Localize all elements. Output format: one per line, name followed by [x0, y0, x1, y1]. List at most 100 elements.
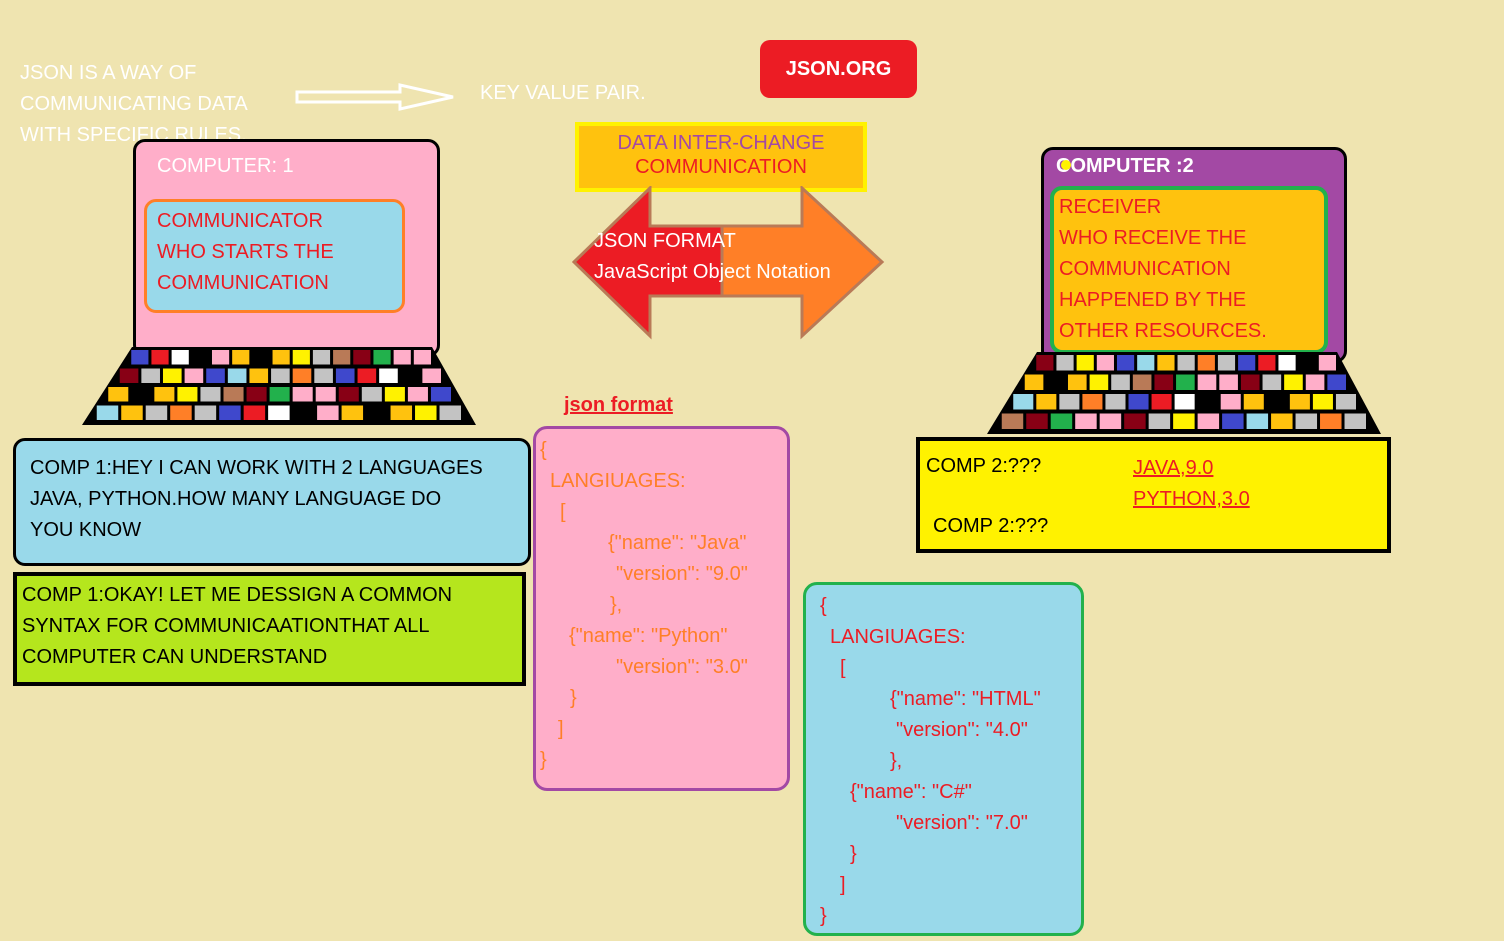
computer2-role-line: RECEIVER	[1059, 196, 1162, 218]
intro-text: JSON IS A WAY OF COMMUNICATING DATA WITH…	[20, 58, 310, 151]
comp1-okay-box: COMP 1:OKAY! LET ME DESSIGN A COMMON SYN…	[13, 572, 526, 686]
keyboard-key	[96, 405, 119, 420]
computer1-role-line: COMMUNICATOR	[157, 210, 323, 232]
keyboard-key	[1197, 394, 1218, 410]
code-line: [	[840, 657, 846, 679]
keyboard-key	[211, 350, 230, 365]
keyboard-key	[1024, 374, 1044, 390]
double-arrow-icon	[572, 186, 885, 340]
keyboard-key	[1298, 355, 1316, 371]
code-line: },	[890, 750, 903, 772]
code-line: {	[540, 439, 547, 461]
code-line: }	[820, 905, 827, 927]
code-line: {"name": "C#"	[850, 781, 972, 803]
comp1-question-line: COMP 1:HEY I CAN WORK WITH 2 LANGUAGES	[30, 457, 483, 479]
keyboard-key	[249, 368, 269, 383]
keyboard-key	[1001, 413, 1024, 429]
data-interchange-box: DATA INTER-CHANGE COMMUNICATION	[575, 122, 867, 192]
keyboard-key	[1344, 413, 1366, 429]
keyboard-key	[1116, 355, 1135, 371]
keyboard-key	[1177, 355, 1195, 371]
code-line: "version": "9.0"	[616, 563, 748, 585]
keyboard-key	[219, 405, 241, 420]
keyboard-key	[1046, 374, 1065, 390]
data-interchange-line2: COMMUNICATION	[635, 156, 807, 178]
keyboard-key	[1137, 355, 1155, 371]
computer2-title: COMPUTER :2	[1056, 155, 1194, 177]
code-line: {	[820, 595, 827, 617]
code-line: {"name": "HTML"	[890, 688, 1041, 710]
keyboard-key	[1056, 355, 1074, 371]
keyboard-key	[194, 405, 217, 420]
keyboard-key	[379, 368, 398, 383]
keyboard-key	[1327, 374, 1346, 390]
code-line: },	[610, 594, 623, 616]
keyboard-key	[1219, 374, 1238, 390]
code-line: {"name": "Java"	[608, 532, 747, 554]
comp1-question-box: COMP 1:HEY I CAN WORK WITH 2 LANGUAGES J…	[13, 438, 531, 566]
keyboard-key	[1154, 374, 1174, 390]
keyboard-key	[1278, 355, 1296, 371]
keyboard-key	[292, 387, 313, 402]
keyboard-key	[162, 368, 182, 383]
keyboard-key	[361, 387, 382, 402]
keyboard-key	[373, 350, 391, 365]
keyboard-key	[353, 350, 371, 365]
keyboard-key	[108, 387, 129, 402]
keyboard-key	[1099, 413, 1122, 429]
keyboard-key	[1026, 413, 1048, 429]
keyboard-key	[154, 387, 175, 402]
keyboard-key	[119, 368, 139, 383]
keyboard-key	[390, 405, 413, 420]
keyboard-key	[1197, 374, 1217, 390]
keyboard-key	[252, 350, 270, 365]
keyboard-key	[407, 387, 428, 402]
keyboard-key	[315, 387, 336, 402]
keyboard-key	[312, 350, 331, 365]
keyboard-key	[1318, 355, 1336, 371]
keyboard-key	[1266, 394, 1287, 410]
keyboard-key	[1076, 355, 1094, 371]
keyboard-key	[246, 387, 267, 402]
keyboard-key	[1059, 394, 1080, 410]
keyboard-key	[366, 405, 388, 420]
keyboard-key	[1157, 355, 1175, 371]
keyboard-key	[1013, 394, 1034, 410]
keyboard-key	[333, 350, 351, 365]
keyboard-key	[1240, 374, 1260, 390]
keyboard-key	[357, 368, 377, 383]
comp2-line1: COMP 2:???	[926, 455, 1042, 477]
keyboard-key	[1111, 374, 1130, 390]
keyboard-key	[1075, 413, 1097, 429]
keyboard-key	[145, 405, 168, 420]
keyboard-key	[151, 350, 169, 365]
keyboard-key	[1036, 394, 1057, 410]
keyboard-key	[1220, 394, 1241, 410]
keyboard-key	[335, 368, 355, 383]
keyboard-key	[141, 368, 160, 383]
json-format-arrow-text: JSON FORMAT JavaScript Object Notation	[594, 226, 831, 288]
keyboard-key	[1258, 355, 1276, 371]
json-format-label: json format	[564, 394, 673, 416]
keyboard-key	[1050, 413, 1073, 429]
keyboard-key	[1067, 374, 1087, 390]
keyboard-key	[1295, 413, 1318, 429]
keyboard-key	[121, 405, 143, 420]
json-code-pink: { LANGIUAGES: [ {"name": "Java" "version…	[533, 426, 790, 791]
keyboard-key	[269, 387, 290, 402]
keyboard-key	[1320, 413, 1342, 429]
code-line: ]	[558, 718, 564, 740]
keyboard-key	[393, 350, 411, 365]
keyboard-key	[184, 368, 204, 383]
code-line: "version": "3.0"	[616, 656, 748, 678]
keyboard-key	[1217, 355, 1236, 371]
computer2-role-line: WHO RECEIVE THE	[1059, 227, 1247, 249]
computer1-role-line: COMMUNICATION	[157, 272, 329, 294]
keyboard-key	[341, 405, 364, 420]
keyboard-key	[1271, 413, 1293, 429]
keyboard-key	[1262, 374, 1282, 390]
computer2-keyboard	[987, 352, 1381, 434]
code-line: LANGIUAGES:	[550, 470, 686, 492]
keyboard-key	[1151, 394, 1172, 410]
keyboard-key	[1197, 413, 1220, 429]
